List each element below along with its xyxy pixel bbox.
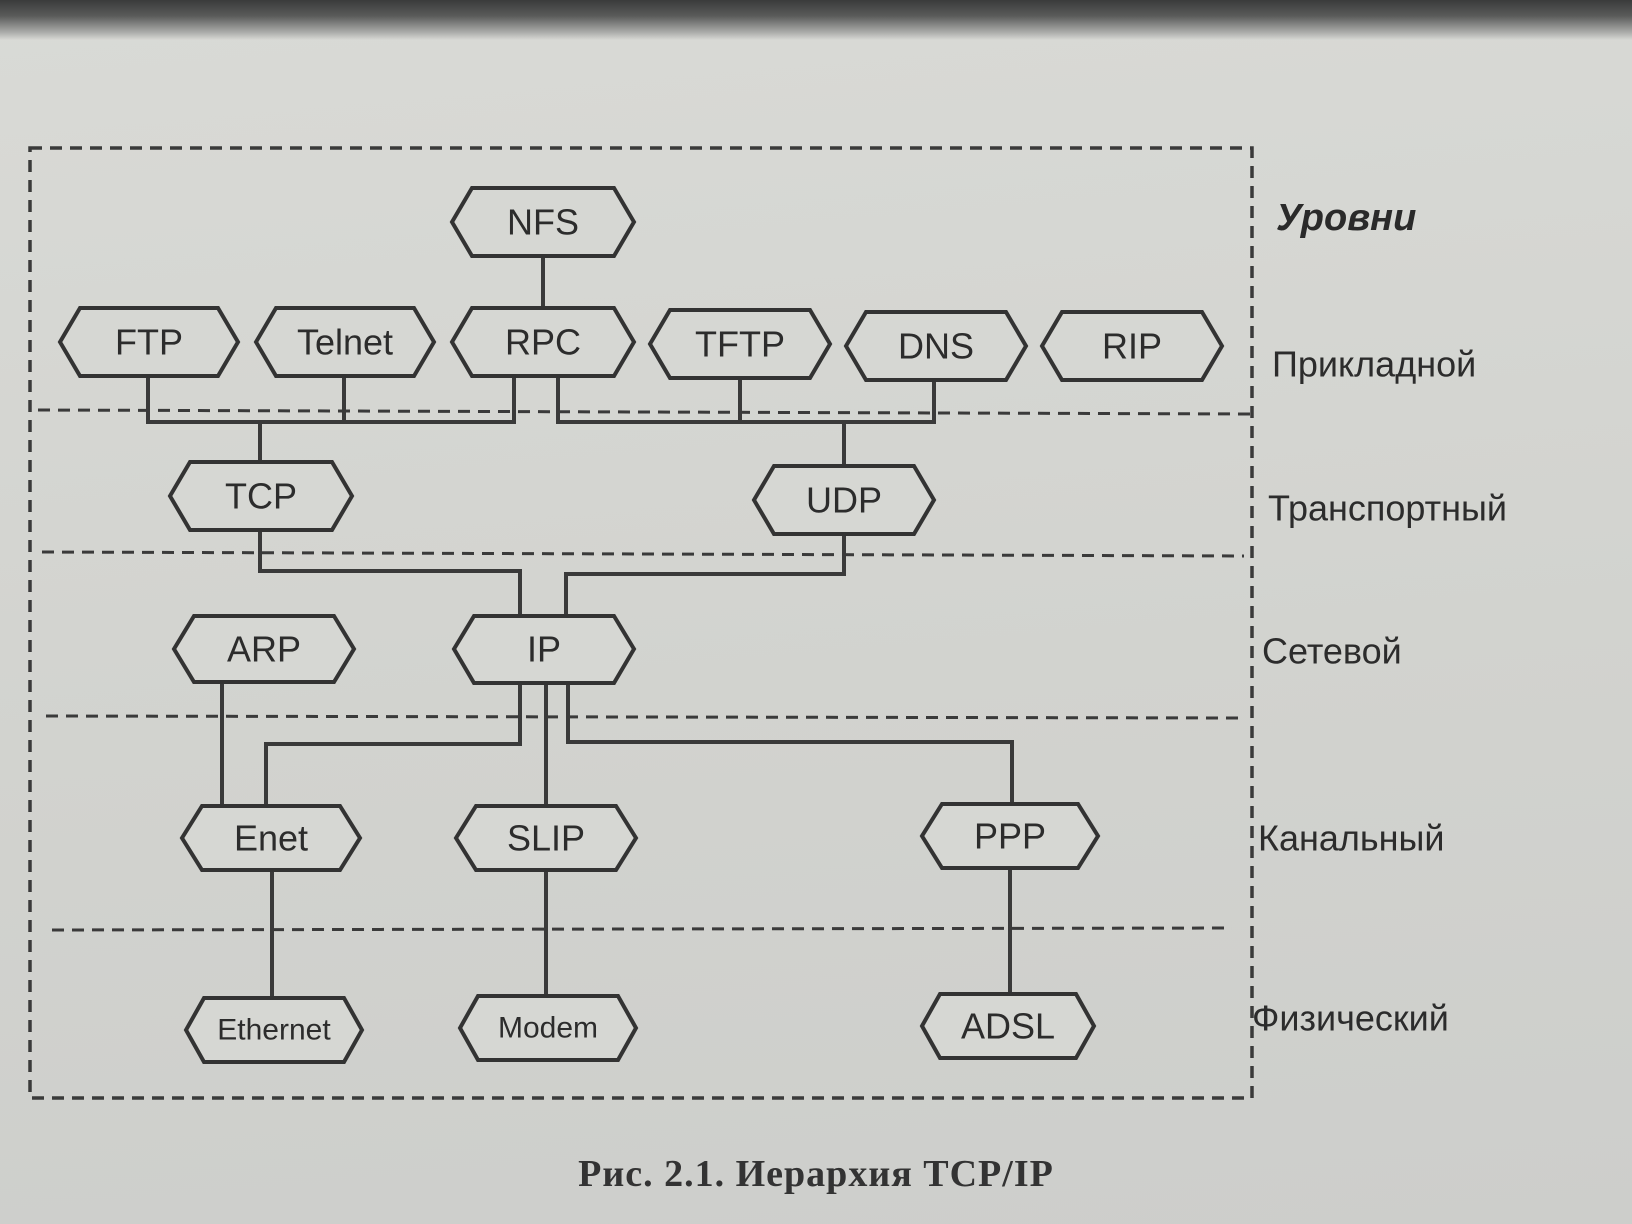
node-rpc: RPC (449, 306, 637, 378)
diagram-border (28, 146, 1254, 1100)
divider-link-physical (51, 926, 1233, 932)
node-ppp: PPP (919, 802, 1101, 870)
node-ppp-label: PPP (974, 816, 1046, 857)
connector-tcp-ip (258, 530, 522, 616)
node-tcp-label: TCP (225, 476, 297, 517)
node-tftp-shape (647, 308, 833, 380)
page-top-edge (0, 0, 1632, 40)
node-dns: DNS (843, 310, 1029, 382)
node-dns-label: DNS (898, 326, 974, 367)
connector-ip-enet (264, 683, 522, 806)
node-ftp-shape (57, 306, 241, 378)
layer-label-network: Сетевой (1262, 631, 1402, 672)
layer-label-link: Канальный (1258, 818, 1445, 859)
node-udp-shape (751, 464, 937, 536)
node-slip: SLIP (453, 804, 639, 872)
node-rip-shape (1039, 310, 1225, 382)
node-slip-shape (453, 804, 639, 872)
node-adsl: ADSL (919, 992, 1097, 1060)
connector-udp-bus (556, 377, 936, 466)
node-ppp-shape (919, 802, 1101, 870)
node-udp-label: UDP (806, 480, 882, 521)
node-ip: IP (451, 614, 637, 685)
connector-ip-ppp (566, 683, 1014, 804)
node-modem-label: Modem (498, 1012, 598, 1045)
layers-heading: Уровни (1276, 197, 1416, 239)
figure-caption: Рис. 2.1. Иерархия TCP/IP (578, 1153, 1054, 1195)
node-ip-shape (451, 614, 637, 685)
node-ftp: FTP (57, 306, 241, 378)
layer-label-physical: Физический (1252, 998, 1449, 1039)
node-nfs-shape (449, 186, 637, 258)
layer-label-application: Прикладной (1272, 344, 1476, 385)
node-telnet: Telnet (253, 306, 437, 378)
divider-application-transport (37, 408, 1251, 416)
node-ip-label: IP (527, 629, 561, 670)
node-telnet-label: Telnet (297, 322, 393, 363)
node-rip: RIP (1039, 310, 1225, 382)
node-tftp-label: TFTP (695, 324, 785, 365)
node-arp-label: ARP (227, 629, 301, 670)
node-enet: Enet (179, 804, 363, 872)
node-arp-shape (171, 614, 357, 684)
node-udp: UDP (751, 464, 937, 536)
layer-label-transport: Транспортный (1268, 488, 1507, 529)
node-rpc-shape (449, 306, 637, 378)
node-slip-label: SLIP (507, 818, 585, 859)
connector-tcp-bus (146, 377, 516, 462)
node-tcp: TCP (167, 460, 355, 532)
node-ftp-label: FTP (115, 322, 183, 363)
node-nfs-label: NFS (507, 202, 579, 243)
node-modem-shape (457, 994, 639, 1062)
connectors (146, 258, 1014, 998)
node-adsl-label: ADSL (961, 1006, 1055, 1047)
node-rpc-label: RPC (505, 322, 581, 363)
node-ethernet-label: Ethernet (217, 1014, 331, 1047)
node-tcp-shape (167, 460, 355, 532)
node-arp: ARP (171, 614, 357, 684)
node-enet-shape (179, 804, 363, 872)
node-nfs: NFS (449, 186, 637, 258)
node-dns-shape (843, 310, 1029, 382)
node-tftp: TFTP (647, 308, 833, 380)
divider-network-link (45, 714, 1241, 720)
node-adsl-shape (919, 992, 1097, 1060)
node-enet-label: Enet (234, 818, 308, 859)
node-telnet-shape (253, 306, 437, 378)
divider-transport-network (41, 550, 1245, 558)
node-rip-label: RIP (1102, 326, 1162, 367)
node-ethernet-shape (183, 996, 365, 1064)
connector-udp-ip (564, 532, 846, 616)
node-modem: Modem (457, 994, 639, 1062)
node-ethernet: Ethernet (183, 996, 365, 1064)
